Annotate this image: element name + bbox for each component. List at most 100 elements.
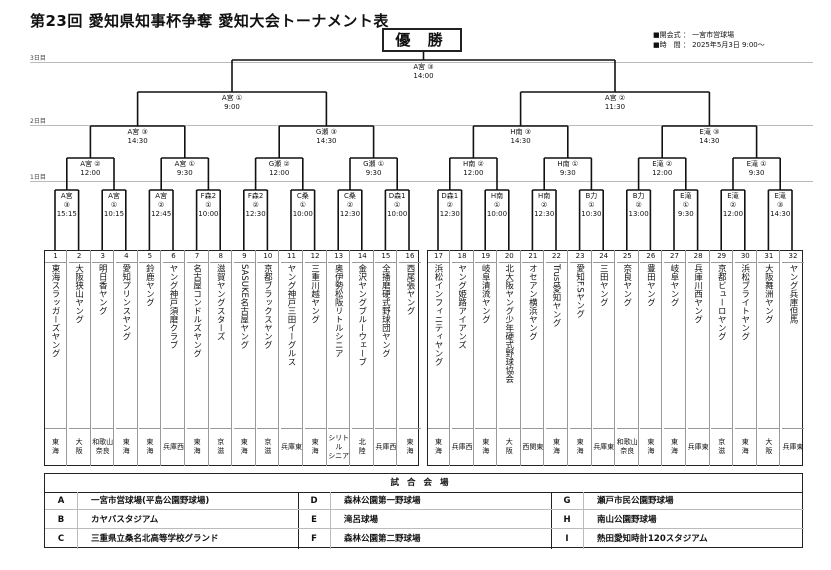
day2-divider (30, 125, 813, 126)
team-name: ヤング神戸三田イーグルス (286, 264, 296, 366)
round1-label-time: 10:00 (292, 210, 313, 218)
team-number: 8 (210, 250, 232, 263)
team-region: 和歌山 奈良 (92, 428, 114, 465)
round1-label-num: ① (394, 201, 401, 209)
semifinal-label-time: 9:00 (224, 102, 240, 111)
team-number: 7 (186, 250, 208, 263)
team-name: ヤング兵庫但馬 (788, 264, 798, 324)
team-name: 奥伊勢松阪リトルシニア (333, 264, 344, 358)
round1-label-time: 9:30 (677, 210, 694, 218)
round1-label-venue: A宮 (108, 192, 120, 200)
team-number: 23 (569, 250, 591, 263)
team-name: 全播磨硬式野球団ヤング (380, 264, 391, 358)
date-info: ■時 間 ： 2025年5月3日 9:00～ (653, 41, 765, 49)
team-number: 19 (475, 250, 497, 263)
venue-code: B (57, 515, 65, 525)
team-name: 浜松インフィニティヤング (433, 264, 443, 366)
quarterfinal-label-time: 14:30 (699, 136, 720, 145)
round2-label-time: 12:00 (269, 168, 290, 177)
quarterfinal-label-time: 14:30 (316, 136, 337, 145)
round2-label-venue: A宮 ① (174, 160, 195, 168)
quarterfinal-label-venue: A宮 ③ (127, 128, 148, 136)
team-number: 3 (92, 250, 114, 263)
team-region: 東 海 (115, 428, 137, 465)
round1-label-time: 12:30 (534, 210, 555, 218)
team-number: 10 (257, 250, 279, 263)
round1-label-venue: F森2 (247, 192, 264, 200)
venue-name: 一宮市営球場(平島公園野球場) (91, 496, 210, 506)
day3-divider (30, 62, 813, 63)
team-region: 東 海 (233, 428, 255, 465)
quarterfinal-label-time: 14:30 (510, 136, 531, 145)
round1-label-venue: A宮 (60, 192, 73, 200)
round1-label-venue: D森1 (388, 192, 406, 200)
venue-name: 三重県立桑名北高等学校グランド (91, 534, 219, 544)
round1-label-venue: F森2 (200, 192, 217, 200)
team-number: 31 (758, 250, 780, 263)
venue-column-divider (298, 492, 299, 549)
team-number: 21 (522, 250, 544, 263)
team-region: 東 海 (304, 428, 326, 465)
team-name: 岐阜清流ヤング (480, 264, 491, 324)
team-region: 京 滋 (210, 428, 232, 465)
team-name: ヤング姫路アイアンズ (456, 264, 467, 349)
team-region: 大 阪 (758, 428, 780, 465)
round1-label-num: ② (446, 201, 453, 209)
round1-label-num: ① (110, 201, 118, 209)
venue-code-divider (330, 492, 331, 549)
round2-label-venue: H南 ① (557, 160, 579, 168)
team-region: 兵庫東 (593, 428, 615, 465)
team-number: 17 (428, 250, 449, 263)
team-number: 32 (782, 250, 804, 263)
venue-code: F (311, 534, 317, 544)
round1-label-num: ① (682, 201, 689, 209)
venue-code: H (563, 515, 571, 525)
team-region: 和歌山 奈良 (616, 428, 638, 465)
round1-label-num: ③ (777, 201, 784, 209)
venues-header: 試合会場 (45, 474, 802, 493)
team-region: 兵庫東 (782, 428, 804, 465)
round1-label-num: ① (588, 201, 595, 209)
round1-label-num: ③ (63, 201, 70, 209)
team-region: 兵庫西 (375, 428, 397, 465)
team-name: 滋賀ヤングスターズ (215, 264, 226, 341)
round1-label-time: 10:00 (486, 210, 508, 218)
round2-label-time: 9:30 (365, 168, 382, 177)
team-region: 東 海 (139, 428, 161, 465)
round2-label-time: 12:00 (463, 168, 484, 177)
team-region: 兵庫東 (687, 428, 709, 465)
venue-code-divider (583, 492, 584, 549)
round2-label-venue: G瀬 ① (363, 160, 385, 168)
team-name: 西尾張ヤング (405, 264, 415, 315)
round1-label-num: ② (729, 201, 737, 209)
semifinal-label-venue: A宮 ① (221, 94, 243, 102)
round1-label-time: 12:30 (339, 210, 361, 218)
round1-label-venue: H南 (538, 192, 551, 200)
venue-name: カヤバスタジアム (91, 515, 159, 525)
team-name: オセアン横浜ヤング (527, 264, 538, 341)
team-name: 鈴鹿ヤング (144, 264, 155, 307)
venue-column-divider (551, 492, 552, 549)
